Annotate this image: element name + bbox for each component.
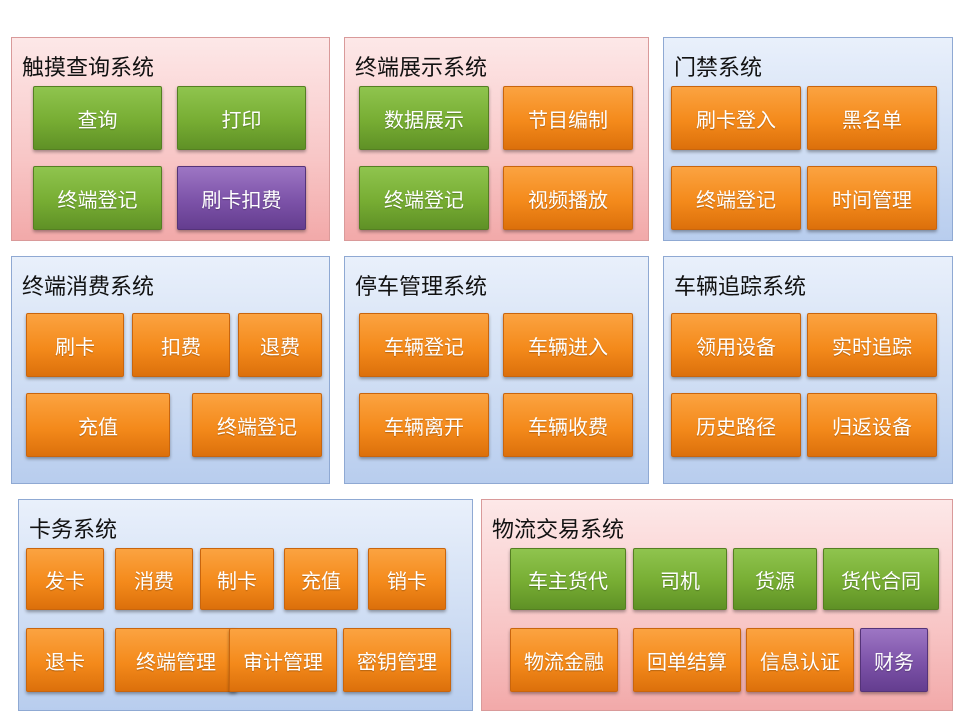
parking-manage-system-panel: 停车管理系统 车辆登记 车辆进入 车辆离开 车辆收费	[344, 256, 649, 484]
terminal-display-system-panel: 终端展示系统 数据展示 节目编制 终端登记 视频播放	[344, 37, 649, 241]
terminal-register-button[interactable]: 终端登记	[33, 166, 162, 230]
video-play-button[interactable]: 视频播放	[503, 166, 633, 230]
print-button[interactable]: 打印	[177, 86, 306, 150]
card-login-button[interactable]: 刷卡登入	[671, 86, 801, 150]
panel-title: 触摸查询系统	[22, 56, 155, 81]
issue-card-button[interactable]: 发卡	[26, 548, 104, 610]
realtime-track-button[interactable]: 实时追踪	[807, 313, 937, 377]
audit-manage-button[interactable]: 审计管理	[229, 628, 337, 692]
vehicle-register-button[interactable]: 车辆登记	[359, 313, 489, 377]
refund-card-button[interactable]: 退卡	[26, 628, 104, 692]
panel-title: 终端展示系统	[355, 56, 488, 81]
return-device-button[interactable]: 归返设备	[807, 393, 937, 457]
panel-title: 物流交易系统	[492, 518, 625, 543]
vehicle-enter-button[interactable]: 车辆进入	[503, 313, 633, 377]
logistics-finance-button[interactable]: 物流金融	[510, 628, 618, 692]
panel-title: 终端消费系统	[22, 275, 155, 300]
logistics-trade-system-panel: 物流交易系统 车主货代 司机 货源 货代合同 物流金融 回单结算 信息认证 财务	[481, 499, 953, 711]
deduct-button[interactable]: 扣费	[132, 313, 230, 377]
terminal-consume-system-panel: 终端消费系统 刷卡 扣费 退费 充值 终端登记	[11, 256, 330, 484]
recharge-button[interactable]: 充值	[26, 393, 170, 457]
program-edit-button[interactable]: 节目编制	[503, 86, 633, 150]
time-manage-button[interactable]: 时间管理	[807, 166, 937, 230]
cargo-source-button[interactable]: 货源	[733, 548, 817, 610]
card-service-system-panel: 卡务系统 发卡 消费 制卡 充值 销卡 退卡 终端管理 审计管理 密钥管理	[18, 499, 473, 711]
panel-title: 卡务系统	[29, 518, 118, 543]
blacklist-button[interactable]: 黑名单	[807, 86, 937, 150]
vehicle-leave-button[interactable]: 车辆离开	[359, 393, 489, 457]
recharge-button[interactable]: 充值	[284, 548, 358, 610]
terminal-register-button[interactable]: 终端登记	[671, 166, 801, 230]
history-path-button[interactable]: 历史路径	[671, 393, 801, 457]
panel-title: 停车管理系统	[355, 275, 488, 300]
agent-contract-button[interactable]: 货代合同	[823, 548, 939, 610]
vehicle-charge-button[interactable]: 车辆收费	[503, 393, 633, 457]
cancel-card-button[interactable]: 销卡	[368, 548, 446, 610]
owner-agent-button[interactable]: 车主货代	[510, 548, 626, 610]
terminal-manage-button[interactable]: 终端管理	[115, 628, 237, 692]
terminal-register-button[interactable]: 终端登记	[359, 166, 489, 230]
query-button[interactable]: 查询	[33, 86, 162, 150]
touch-query-system-panel: 触摸查询系统 查询 打印 终端登记 刷卡扣费	[11, 37, 330, 241]
terminal-register-button[interactable]: 终端登记	[192, 393, 322, 457]
refund-button[interactable]: 退费	[238, 313, 322, 377]
info-verify-button[interactable]: 信息认证	[746, 628, 854, 692]
finance-button[interactable]: 财务	[860, 628, 928, 692]
receive-device-button[interactable]: 领用设备	[671, 313, 801, 377]
panel-title: 车辆追踪系统	[674, 275, 807, 300]
driver-button[interactable]: 司机	[633, 548, 727, 610]
make-card-button[interactable]: 制卡	[200, 548, 274, 610]
receipt-settle-button[interactable]: 回单结算	[633, 628, 741, 692]
vehicle-tracking-system-panel: 车辆追踪系统 领用设备 实时追踪 历史路径 归返设备	[663, 256, 953, 484]
panel-title: 门禁系统	[674, 56, 763, 81]
swipe-card-button[interactable]: 刷卡	[26, 313, 124, 377]
key-manage-button[interactable]: 密钥管理	[343, 628, 451, 692]
card-deduct-button[interactable]: 刷卡扣费	[177, 166, 306, 230]
consume-button[interactable]: 消费	[115, 548, 193, 610]
access-control-system-panel: 门禁系统 刷卡登入 黑名单 终端登记 时间管理	[663, 37, 953, 241]
data-display-button[interactable]: 数据展示	[359, 86, 489, 150]
